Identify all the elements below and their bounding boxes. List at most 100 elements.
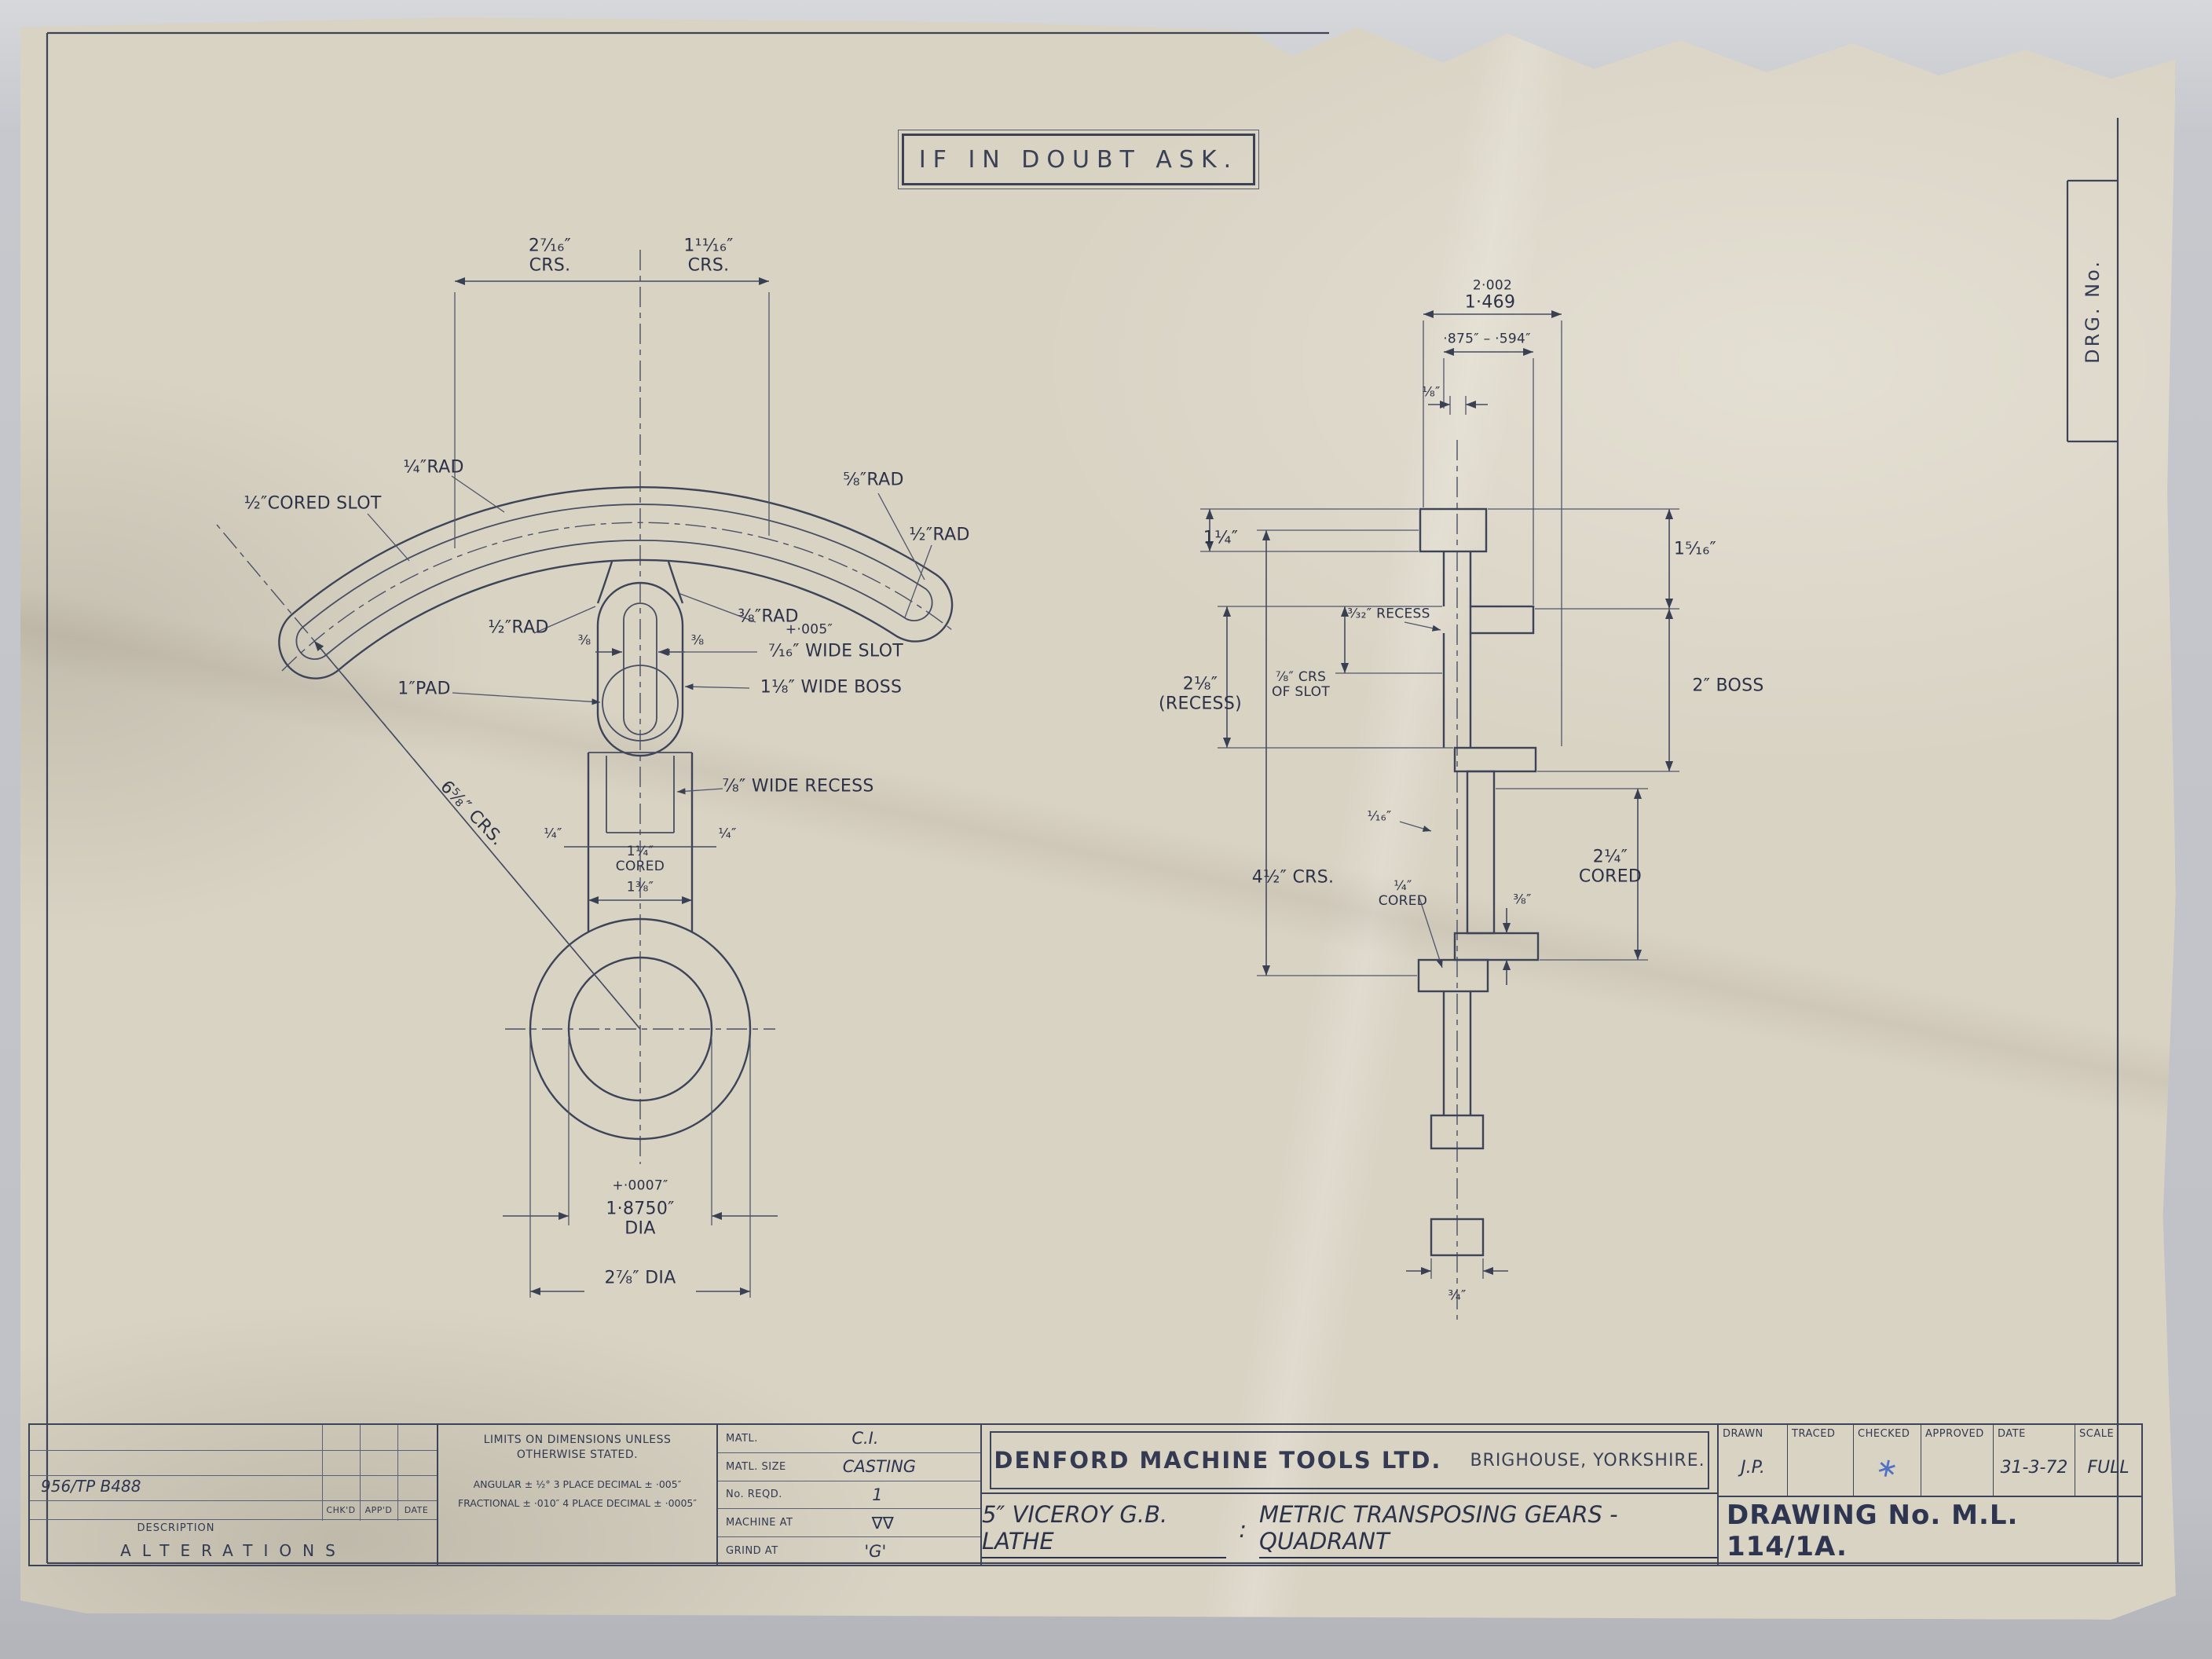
drawn-cell: DRAWN J.P.: [1719, 1425, 1788, 1496]
traced-value: [1788, 1440, 1853, 1496]
rule-line: [30, 1450, 437, 1451]
matl-size-value: CASTING: [842, 1457, 917, 1477]
rule-line: [30, 1475, 437, 1476]
date-column-label: DATE: [404, 1505, 429, 1515]
dimension-label: ⅜: [690, 632, 705, 649]
dimension-label: 1⅛″ WIDE BOSS: [760, 677, 903, 698]
date-label: DATE: [1998, 1428, 2026, 1440]
dimension-label: ½″RAD: [488, 617, 549, 638]
grind-at-value: 'G': [864, 1541, 887, 1561]
quadrant-section-view: [1200, 309, 1679, 1320]
dimension-label: ¹⁄₁₆″: [1367, 808, 1392, 825]
limits-line-2: OTHERWISE STATED.: [516, 1448, 639, 1461]
dimension-label: ⅞″ WIDE RECESS: [722, 776, 874, 797]
rule-line: [30, 1500, 437, 1501]
dimension-label: 1·8750″ DIA: [606, 1199, 675, 1238]
dimension-label: ⅜″: [1513, 892, 1532, 908]
checked-cell: CHECKED ∗: [1854, 1425, 1921, 1496]
dimension-label: 2″ BOSS: [1692, 676, 1764, 696]
matl-value: C.I.: [851, 1429, 879, 1448]
dimension-label: 1⅜″: [626, 879, 654, 895]
company-title-section: DENFORD MACHINE TOOLS LTD. BRIGHOUSE, YO…: [982, 1425, 1719, 1565]
dimension-label: 1·469: [1464, 292, 1516, 313]
material-row: MACHINE AT ∇∇: [718, 1509, 980, 1538]
dimension-label: ⅜″RAD: [738, 606, 799, 627]
limits-line-4: FRACTIONAL ± ·010″ 4 PLACE DECIMAL ± ·00…: [457, 1496, 698, 1509]
title-block: 956/TP B488 DESCRIPTION CHK'D APP'D DATE…: [28, 1423, 2143, 1566]
if-in-doubt-text: IF IN DOUBT ASK.: [918, 145, 1239, 174]
material-section: MATL. C.I. MATL. SIZE CASTING No. REQD. …: [718, 1425, 982, 1565]
company-row: DENFORD MACHINE TOOLS LTD. BRIGHOUSE, YO…: [982, 1425, 1717, 1494]
dimension-label: ⅜: [577, 632, 591, 649]
drawing-title-separator: :: [1239, 1516, 1247, 1543]
no-reqd-label: No. REQD.: [726, 1489, 782, 1501]
quadrant-front-view: [216, 250, 954, 1298]
matl-label: MATL.: [726, 1432, 758, 1445]
drawn-label: DRAWN: [1723, 1428, 1763, 1440]
scale-cell: SCALE FULL: [2075, 1425, 2141, 1496]
rule-line: [30, 1519, 437, 1520]
dimension-label: ⁷⁄₁₆″ WIDE SLOT: [767, 641, 904, 661]
drawn-value: J.P.: [1741, 1458, 1765, 1478]
dimension-label: ·875″ – ·594″: [1443, 331, 1531, 347]
approvals-row: DRAWN J.P. TRACED CHECKED ∗ APPROVED DAT…: [1719, 1425, 2141, 1497]
date-cell: DATE 31-3-72: [1994, 1425, 2075, 1496]
dimension-label: ⅛″: [1422, 384, 1441, 401]
dimension-label: 2⁷⁄₁₆″ CRS.: [528, 236, 572, 275]
dimension-label: 1″PAD: [397, 679, 451, 699]
drawing-title-part2: METRIC TRANSPOSING GEARS - QUADRANT: [1259, 1501, 1717, 1558]
dimension-label: ¼″ CORED: [1378, 877, 1428, 909]
chkd-label: CHK'D: [326, 1505, 356, 1515]
column-line: [397, 1425, 398, 1521]
approvals-section: DRAWN J.P. TRACED CHECKED ∗ APPROVED DAT…: [1719, 1425, 2141, 1565]
company-name: DENFORD MACHINE TOOLS LTD.: [994, 1447, 1442, 1474]
approved-value: [1921, 1440, 1993, 1496]
dimension-label: ¼″: [718, 826, 737, 842]
dimension-label: 2¼″ CORED: [1578, 847, 1643, 886]
traced-label: TRACED: [1792, 1428, 1836, 1440]
dimension-label: 1¼″: [1203, 528, 1239, 548]
checked-label: CHECKED: [1858, 1428, 1910, 1440]
drg-no-label: DRG. No.: [2082, 258, 2104, 364]
dimension-label: ⅞″ CRS OF SLOT: [1271, 668, 1331, 700]
dimension-label: 2⅞″ DIA: [604, 1268, 676, 1288]
border-frame: [46, 31, 2140, 1565]
approved-label: APPROVED: [1925, 1428, 1984, 1440]
drg-no-box: DRG. No.: [2067, 181, 2118, 441]
dimension-label: 1¼″ CORED: [615, 843, 665, 874]
dimension-label: ³⁄₃₂″ RECESS: [1347, 606, 1430, 622]
alteration-entry: 956/TP B488: [41, 1477, 141, 1496]
material-row: GRIND AT 'G': [718, 1537, 980, 1565]
traced-cell: TRACED: [1788, 1425, 1854, 1496]
material-row: MATL. SIZE CASTING: [718, 1453, 980, 1481]
dimension-label: ½″RAD: [909, 525, 970, 545]
material-row: MATL. C.I.: [718, 1425, 980, 1453]
dimension-label: +·0007″: [612, 1177, 668, 1194]
limits-line-3: ANGULAR ± ½° 3 PLACE DECIMAL ± ·005″: [473, 1478, 682, 1490]
machine-at-label: MACHINE AT: [726, 1517, 793, 1529]
drawing-title: 5″ VICEROY G.B. LATHE : METRIC TRANSPOSI…: [982, 1494, 1717, 1565]
dimension-label: 1¹¹⁄₁₆″ CRS.: [683, 236, 734, 275]
company-box: DENFORD MACHINE TOOLS LTD. BRIGHOUSE, YO…: [990, 1431, 1709, 1489]
company-location: BRIGHOUSE, YORKSHIRE.: [1470, 1450, 1705, 1470]
scale-label: SCALE: [2079, 1428, 2115, 1440]
machine-at-value: ∇∇: [871, 1513, 894, 1533]
dimension-label: ¾″: [1448, 1287, 1467, 1304]
date-value: 31-3-72: [2000, 1458, 2068, 1478]
no-reqd-value: 1: [872, 1485, 883, 1504]
dimension-label: 1⁵⁄₁₆″: [1673, 539, 1717, 559]
checked-stamp-icon: ∗: [1873, 1449, 1902, 1486]
matl-size-label: MATL. SIZE: [726, 1460, 786, 1473]
dimension-label: ⅝″RAD: [843, 470, 904, 490]
dimension-label: ¼″RAD: [403, 457, 464, 478]
drawing-number: DRAWING No. M.L. 114/1A.: [1727, 1500, 2019, 1562]
appd-label: APP'D: [364, 1505, 393, 1515]
dimension-label: +·005″: [785, 621, 833, 638]
drawing-title-part1: 5″ VICEROY G.B. LATHE: [982, 1501, 1227, 1558]
if-in-doubt-note: IF IN DOUBT ASK.: [898, 130, 1259, 189]
limits-section: LIMITS ON DIMENSIONS UNLESS OTHERWISE ST…: [438, 1425, 718, 1565]
alterations-label: ALTERATIONS: [120, 1541, 346, 1560]
dimension-label: 2⅛″ (RECESS): [1159, 674, 1242, 713]
dimension-label: ¼″: [544, 826, 562, 842]
